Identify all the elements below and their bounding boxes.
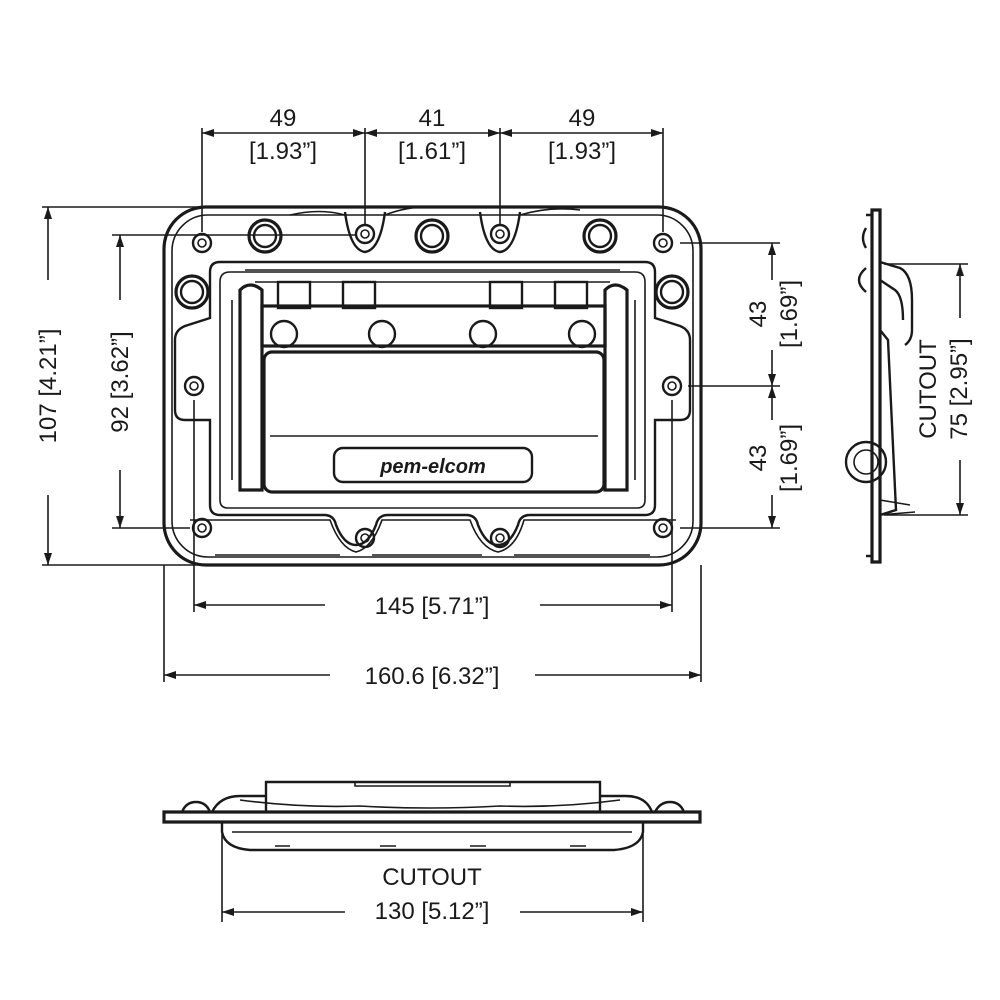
bottom-cutout-label: CUTOUT — [382, 864, 482, 891]
dim-43-upper-in: [1.69”] — [776, 280, 803, 348]
dim-49-left-in: [1.93”] — [249, 138, 317, 165]
dim-41-in: [1.61”] — [398, 138, 466, 165]
side-cutout-value: 75 [2.95”] — [946, 338, 973, 439]
rivet-bosses — [174, 218, 690, 310]
dim-107: 107 [4.21”] — [35, 329, 62, 444]
flange-outline — [162, 205, 703, 567]
brand-plate — [332, 446, 534, 484]
top-notch-left — [343, 211, 387, 254]
dim-145: 145 [5.71”] — [375, 593, 490, 620]
dim-49-left-mm: 49 — [270, 105, 297, 132]
flange-inner-outline — [171, 214, 694, 558]
front-view: pem-elcom — [162, 205, 703, 567]
side-cutout-label: CUTOUT — [915, 339, 942, 439]
dim-41-mm: 41 — [419, 105, 446, 132]
side-view — [844, 208, 916, 564]
recess-inner — [219, 271, 646, 509]
side-dimensions: CUTOUT 75 [2.95”] — [884, 263, 973, 516]
recess-lower-lip — [190, 519, 676, 553]
handle: pem-elcom — [231, 283, 636, 494]
dim-160-6: 160.6 [6.32”] — [365, 663, 500, 690]
recess-outline — [173, 260, 692, 547]
bottom-view — [162, 780, 702, 852]
dim-43-lower-in: [1.69”] — [776, 424, 803, 492]
top-notch-right — [478, 211, 522, 254]
bottom-cutout-value: 130 [5.12”] — [375, 898, 490, 925]
dim-49-right-in: [1.93”] — [548, 138, 616, 165]
front-dimensions: 49 [1.93”] 41 [1.61”] 49 [1.93”] 107 [4.… — [35, 105, 803, 690]
bottom-dimensions: CUTOUT 130 [5.12”] — [221, 834, 644, 925]
brand-logo-text: pem-elcom — [379, 456, 486, 478]
top-boss-connectors — [289, 205, 581, 216]
dim-43-upper-mm: 43 — [745, 301, 772, 328]
hinge-tabs — [245, 269, 620, 310]
dim-92: 92 [3.62”] — [107, 331, 134, 432]
dim-49-right-mm: 49 — [569, 105, 596, 132]
dim-43-lower-mm: 43 — [745, 445, 772, 472]
